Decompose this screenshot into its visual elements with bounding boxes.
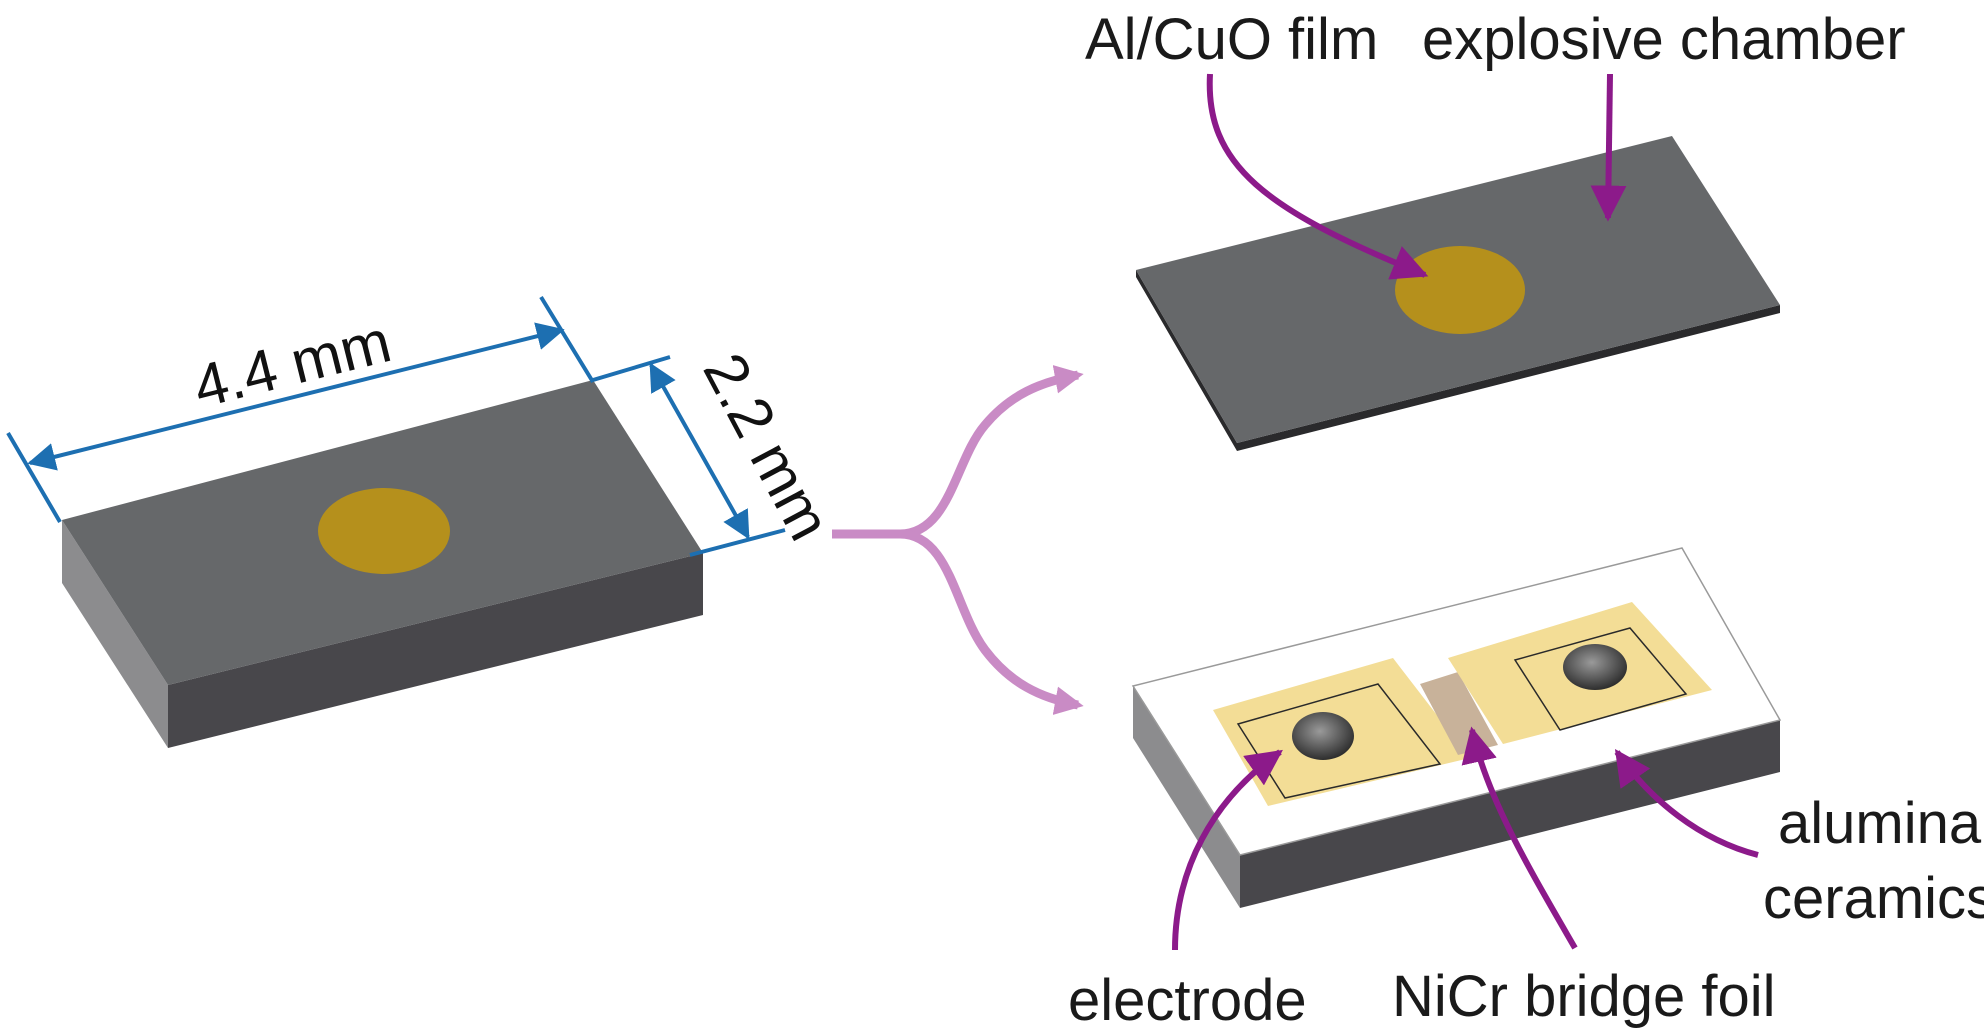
- right-electrode-hole: [1563, 644, 1627, 690]
- electrode-callout-arrow: [1172, 749, 1283, 951]
- ceramics-label-line2: ceramics: [1763, 866, 1984, 931]
- ceramic-substrate: [1131, 547, 1782, 908]
- dimension-extension-line: [539, 295, 595, 384]
- dimension-extension-line: [592, 355, 671, 382]
- assembled-chip: [62, 380, 703, 748]
- chip-film-dot: [318, 488, 450, 574]
- electrode-label: electrode: [1068, 968, 1307, 1028]
- split-arrow-lower: [899, 529, 1084, 715]
- dimension-extension-line: [6, 431, 62, 524]
- dimension-extension-line: [689, 528, 786, 557]
- bridge-callout-arrow: [1461, 726, 1578, 950]
- chamber-label: explosive chamber: [1422, 7, 1906, 72]
- chip-side-left: [62, 520, 168, 748]
- left-electrode-hole: [1292, 712, 1354, 760]
- explosive-chamber-layer: [1136, 136, 1780, 451]
- split-arrow: [832, 365, 1084, 715]
- width-label: 2.2 mm: [691, 343, 844, 551]
- callouts: [1172, 73, 1759, 951]
- split-arrow-upper: [899, 365, 1084, 539]
- length-dimension-arrow: [27, 322, 565, 471]
- chip-side-front: [168, 553, 703, 748]
- width-dimension-arrow: [649, 362, 750, 540]
- chamber-callout-arrow: [1590, 73, 1627, 222]
- film-callout-arrow: [1206, 73, 1429, 280]
- ceramics-label-line1: alumina: [1778, 791, 1982, 856]
- film-label: Al/CuO film: [1085, 7, 1378, 72]
- right-electrode-outline: [1513, 627, 1688, 731]
- ceramics-callout-arrow: [1614, 749, 1759, 858]
- substrate-side-left: [1133, 686, 1240, 908]
- length-label: 4.4 mm: [187, 307, 397, 420]
- al-cuo-film-dot: [1395, 246, 1525, 334]
- bridge-label: NiCr bridge foil: [1392, 964, 1776, 1028]
